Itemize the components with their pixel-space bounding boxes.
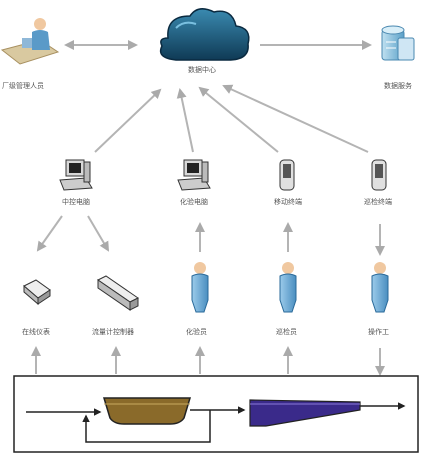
device-b-label: 巡检终端	[364, 197, 392, 206]
block-b-label: 流量计控制器	[92, 327, 134, 336]
cloud-icon	[159, 8, 250, 61]
desk-person-icon	[0, 18, 60, 65]
arrow-pcmid-cloud	[176, 88, 194, 153]
sensor-bar-icon	[97, 275, 139, 311]
person-c-label: 操作工	[368, 327, 389, 336]
person-b-icon	[279, 262, 297, 313]
cloud-label: 数据中心	[188, 65, 216, 74]
person-b-label: 巡检员	[276, 327, 297, 336]
connections	[31, 40, 385, 376]
device-a-label: 移动终端	[274, 197, 302, 206]
server-label: 数据服务	[384, 81, 412, 90]
server-icon	[381, 25, 415, 61]
pc-mid-label: 化验电脑	[180, 197, 208, 206]
device-b-icon	[371, 159, 387, 191]
sensor-block-icon	[23, 279, 51, 306]
device-a-icon	[279, 159, 295, 191]
flow-channel-icon	[249, 399, 361, 427]
arrow-deviceb-cloud	[222, 84, 369, 153]
pc-mid-icon	[177, 159, 211, 191]
pc-left-label: 中控电脑	[62, 197, 90, 206]
arrow-pcleft-blocka	[36, 215, 63, 252]
arrow-devicea-cloud	[198, 86, 279, 153]
arrow-pcleft-blockb	[87, 215, 110, 252]
block-a-label: 在线仪表	[22, 327, 50, 336]
settling-tank-icon	[102, 397, 192, 425]
arrow-pcleft-cloud	[94, 88, 162, 153]
person-c-icon	[371, 262, 389, 313]
operator-label: 厂级管理人员	[2, 81, 44, 90]
person-a-icon	[191, 262, 209, 313]
process-frame	[13, 375, 419, 453]
person-a-label: 化验员	[186, 327, 207, 336]
pc-left-icon	[59, 159, 93, 191]
